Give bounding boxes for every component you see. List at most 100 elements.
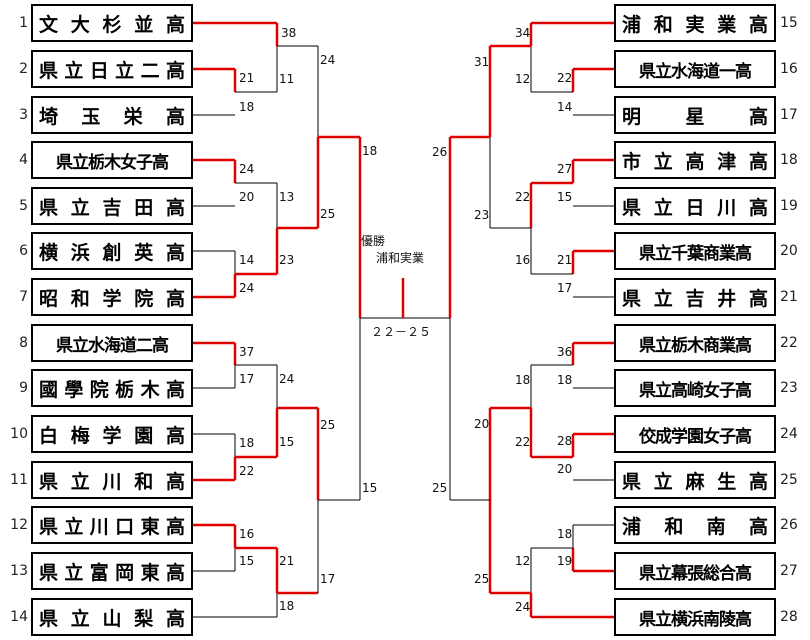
match-score: 24 (515, 600, 531, 614)
team-box: 白梅学園高 (31, 415, 193, 453)
match-score: 28 (557, 434, 573, 448)
seed-number: 25 (780, 472, 798, 488)
match-score: 37 (239, 345, 255, 359)
seed-number: 26 (780, 517, 798, 533)
seed-number: 15 (780, 15, 798, 31)
seed-number: 7 (19, 289, 28, 305)
seed-number: 1 (19, 15, 28, 31)
match-score: 25 (474, 572, 490, 586)
match-score: 13 (279, 190, 295, 204)
seed-number: 18 (780, 152, 798, 168)
team-box: 浦和南高 (614, 506, 776, 544)
team-box: 昭和学院高 (31, 278, 193, 316)
match-score: 22 (557, 71, 573, 85)
match-score: 22 (515, 190, 531, 204)
seed-number: 11 (10, 472, 28, 488)
match-score: 24 (279, 372, 295, 386)
match-score: 15 (557, 190, 573, 204)
team-box: 県立川和高 (31, 461, 193, 499)
match-score: 21 (239, 71, 255, 85)
match-score: 22 (515, 435, 531, 449)
team-box: 県立麻生高 (614, 461, 776, 499)
match-score: 25 (320, 418, 336, 432)
match-score: 20 (474, 417, 490, 431)
team-box: 県立吉井高 (614, 278, 776, 316)
match-score: 11 (279, 72, 295, 86)
team-box: 県立栃木女子高 (31, 141, 193, 179)
match-score: 12 (515, 72, 531, 86)
match-score: 21 (557, 253, 573, 267)
team-box: 埼玉栄高 (31, 96, 193, 134)
seed-number: 6 (19, 243, 28, 259)
seed-number: 27 (780, 563, 798, 579)
seed-number: 8 (19, 335, 28, 351)
match-score: 24 (239, 162, 255, 176)
team-box: 明星高 (614, 96, 776, 134)
team-box: 文大杉並高 (31, 4, 193, 42)
match-score: 18 (557, 373, 573, 387)
team-box: 県立吉田高 (31, 187, 193, 225)
team-box: 横浜創英高 (31, 232, 193, 270)
team-box: 県立高崎女子高 (614, 369, 776, 407)
seed-number: 12 (10, 517, 28, 533)
champion-name: 浦和実業 (376, 251, 425, 265)
match-score: 15 (279, 435, 295, 449)
match-score: 15 (362, 481, 378, 495)
seed-number: 17 (780, 107, 798, 123)
team-box: 県立日立二高 (31, 50, 193, 88)
match-score: 27 (557, 162, 573, 176)
match-score: 26 (432, 145, 448, 159)
seed-number: 2 (19, 61, 28, 77)
match-score: 31 (474, 55, 490, 69)
match-score: 18 (279, 599, 295, 613)
seed-number: 9 (19, 380, 28, 396)
seed-number: 3 (19, 107, 28, 123)
match-score: 24 (239, 281, 255, 295)
match-score: 18 (362, 144, 378, 158)
seed-number: 5 (19, 198, 28, 214)
match-score: 23 (474, 208, 490, 222)
team-box: 佼成学園女子高 (614, 415, 776, 453)
team-box: 県立水海道二高 (31, 324, 193, 362)
match-score: 36 (557, 345, 573, 359)
match-score: 25 (320, 207, 336, 221)
match-score: 14 (557, 100, 573, 114)
seed-number: 13 (10, 563, 28, 579)
match-score: 21 (279, 554, 295, 568)
match-score: 18 (239, 436, 255, 450)
match-score: 23 (279, 253, 295, 267)
match-score: 38 (281, 26, 297, 40)
team-box: 國學院栃木高 (31, 369, 193, 407)
seed-number: 20 (780, 243, 798, 259)
team-box: 県立千葉商業高 (614, 232, 776, 270)
match-score: 19 (557, 554, 573, 568)
match-score: 17 (557, 281, 573, 295)
team-box: 県立水海道一高 (614, 50, 776, 88)
team-box: 市立高津高 (614, 141, 776, 179)
seed-number: 16 (780, 61, 798, 77)
match-score: 16 (515, 253, 531, 267)
match-score: 25 (432, 481, 448, 495)
seed-number: 22 (780, 335, 798, 351)
seed-number: 24 (780, 426, 798, 442)
match-score: 15 (239, 554, 255, 568)
team-box: 県立日川高 (614, 187, 776, 225)
champion-label: 優勝 (361, 234, 386, 248)
match-score: 14 (239, 253, 255, 267)
seed-number: 21 (780, 289, 798, 305)
match-score: 18 (515, 373, 531, 387)
match-score: 18 (239, 100, 255, 114)
team-box: 県立横浜南陵高 (614, 598, 776, 636)
seed-number: 10 (10, 426, 28, 442)
team-box: 浦和実業高 (614, 4, 776, 42)
team-box: 県立川口東高 (31, 506, 193, 544)
seed-number: 4 (19, 152, 28, 168)
match-score: 24 (320, 53, 336, 67)
team-box: 県立富岡東高 (31, 552, 193, 590)
team-box: 県立栃木商業高 (614, 324, 776, 362)
seed-number: 19 (780, 198, 798, 214)
match-score: 34 (515, 26, 531, 40)
match-score: 17 (239, 372, 255, 386)
match-score: 18 (557, 527, 573, 541)
